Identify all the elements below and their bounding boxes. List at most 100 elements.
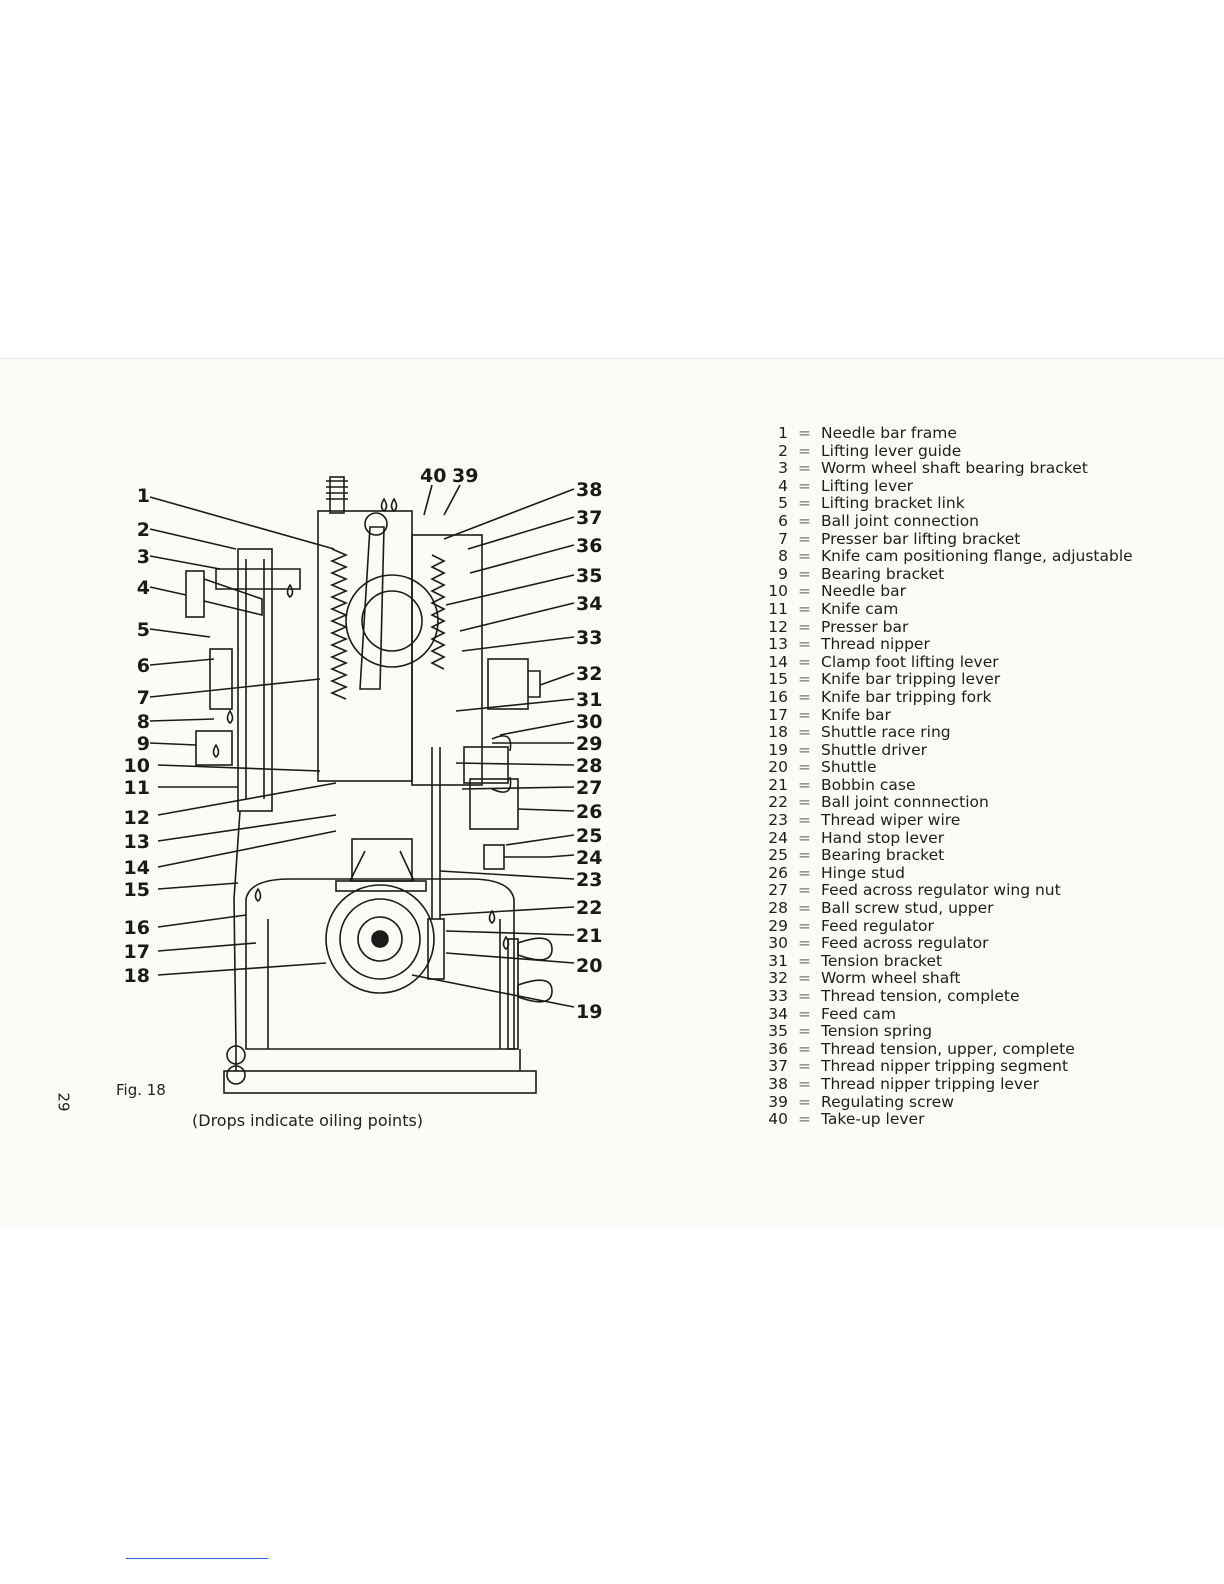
legend-equals: = xyxy=(798,1110,811,1129)
legend-part-name: Shuttle race ring xyxy=(821,723,951,742)
legend-part-name: Knife bar tripping fork xyxy=(821,687,992,706)
legend-number: 7 xyxy=(778,529,788,548)
legend-number: 20 xyxy=(768,758,788,777)
legend-number: 14 xyxy=(768,652,788,671)
legend-part-name: Feed regulator xyxy=(821,916,934,935)
link-underline[interactable] xyxy=(126,1558,268,1559)
legend-equals: = xyxy=(798,1004,811,1023)
legend-row: 39 = Regulating screw xyxy=(752,1092,1192,1112)
legend-number: 34 xyxy=(768,1004,788,1023)
legend-equals: = xyxy=(798,476,811,495)
legend-number: 9 xyxy=(778,564,788,583)
legend-row: 27=Feed across regulator wing nut xyxy=(752,882,1192,900)
legend-row: 21=Bobbin case xyxy=(752,775,1192,795)
callout-27: 27 xyxy=(576,777,603,799)
legend-equals: = xyxy=(798,670,811,689)
legend-equals: = xyxy=(798,881,811,900)
legend-row: 31=Tension bracket xyxy=(752,951,1192,971)
callout-40: 40 xyxy=(420,465,447,487)
legend-part-name: Tension bracket xyxy=(821,951,943,970)
legend-row: 3=Worm wheel shaft bearing bracket xyxy=(752,460,1192,478)
legend-equals: = xyxy=(798,987,811,1005)
callout-9: 9 xyxy=(136,733,150,755)
legend-equals: = xyxy=(798,723,811,742)
legend-row: 30=Feed across regulator xyxy=(752,935,1192,953)
legend-part-name: Regulating screw xyxy=(821,1092,954,1111)
legend-number: 21 xyxy=(768,775,788,794)
callout-21: 21 xyxy=(576,925,603,947)
legend-row: 23 = Thread wiper wire xyxy=(752,811,1192,830)
legend-row: 5=Lifting bracket link xyxy=(752,495,1192,513)
legend-equals: = xyxy=(798,740,811,759)
legend-number: 29 xyxy=(768,916,788,935)
callout-34: 34 xyxy=(576,593,603,615)
legend-row: 26=Hinge stud xyxy=(752,863,1192,883)
legend-equals: = xyxy=(798,547,811,566)
base-plate xyxy=(223,1070,537,1094)
worm-wheel-shaft-bracket-shape xyxy=(237,548,273,812)
legend-equals: = xyxy=(798,424,811,442)
legend-part-name: Hand stop lever xyxy=(821,828,945,847)
legend-equals: = xyxy=(798,899,811,918)
legend-row: 24=Hand stop lever xyxy=(752,828,1192,848)
legend-number: 35 xyxy=(768,1022,788,1041)
legend-equals: = xyxy=(798,511,811,530)
callout-29: 29 xyxy=(576,733,603,755)
legend-number: 11 xyxy=(768,599,788,618)
callout-8: 8 xyxy=(136,711,150,733)
callout-30: 30 xyxy=(576,711,603,733)
legend-part-name: Needle bar frame xyxy=(821,424,957,442)
callout-36: 36 xyxy=(576,535,603,557)
callout-2: 2 xyxy=(136,519,150,541)
legend-equals: = xyxy=(798,599,811,618)
callout-35: 35 xyxy=(576,565,603,587)
legend-number: 3 xyxy=(778,459,788,478)
legend-equals: = xyxy=(798,846,811,865)
callout-39: 39 xyxy=(452,465,479,487)
legend-number: 30 xyxy=(768,934,788,953)
legend-equals: = xyxy=(798,811,811,830)
legend-equals: = xyxy=(798,459,811,478)
machine-cross-section-drawing xyxy=(149,476,575,1094)
legend-row: 25=Bearing bracket xyxy=(752,847,1192,865)
legend-number: 32 xyxy=(768,969,788,988)
callout-37: 37 xyxy=(576,507,603,529)
legend-equals: = xyxy=(798,1074,811,1093)
legend-row: 19=Shuttle driver xyxy=(752,740,1192,760)
legend-number: 18 xyxy=(768,723,788,742)
callout-20: 20 xyxy=(576,955,603,977)
legend-equals: = xyxy=(798,1092,811,1111)
legend-number: 27 xyxy=(768,881,788,900)
legend-equals: = xyxy=(798,635,811,654)
legend-row: 20=Shuttle xyxy=(752,759,1192,777)
callout-15: 15 xyxy=(123,879,150,901)
legend-number: 33 xyxy=(768,987,788,1005)
legend-number: 39 xyxy=(768,1092,788,1111)
legend-row: 22=Ball joint connnection xyxy=(752,794,1192,812)
legend-row: 1=Needle bar frame xyxy=(752,424,1192,443)
legend-part-name: Ball joint connection xyxy=(821,511,979,530)
callout-28: 28 xyxy=(576,755,603,777)
legend-part-name: Thread wiper wire xyxy=(821,811,961,830)
callout-10: 10 xyxy=(123,755,150,777)
legend-number: 26 xyxy=(768,863,788,882)
legend-row: 9=Bearing bracket xyxy=(752,564,1192,584)
legend-part-name: Thread nipper tripping lever xyxy=(821,1074,1040,1093)
legend-equals: = xyxy=(798,1039,811,1058)
legend-part-name: Worm wheel shaft xyxy=(821,969,961,988)
legend-number: 15 xyxy=(768,670,788,689)
legend-row: 12=Presser bar xyxy=(752,618,1192,637)
legend-row: 32=Worm wheel shaft xyxy=(752,970,1192,988)
legend-row: 16=Knife bar tripping fork xyxy=(752,687,1192,707)
parts-legend: 1=Needle bar frame 2=Lifting lever guide… xyxy=(752,424,1192,1129)
legend-part-name: Thread nipper xyxy=(821,635,930,654)
legend-part-name: Clamp foot lifting lever xyxy=(821,652,999,671)
legend-part-name: Hinge stud xyxy=(821,863,905,882)
legend-row: 14=Clamp foot lifting lever xyxy=(752,652,1192,672)
legend-number: 25 xyxy=(768,846,788,865)
legend-number: 6 xyxy=(778,511,788,530)
legend-part-name: Thread tension, complete xyxy=(821,987,1020,1005)
legend-row: 35=Tension spring xyxy=(752,1023,1192,1041)
legend-number: 23 xyxy=(768,811,788,830)
callout-25: 25 xyxy=(576,825,603,847)
